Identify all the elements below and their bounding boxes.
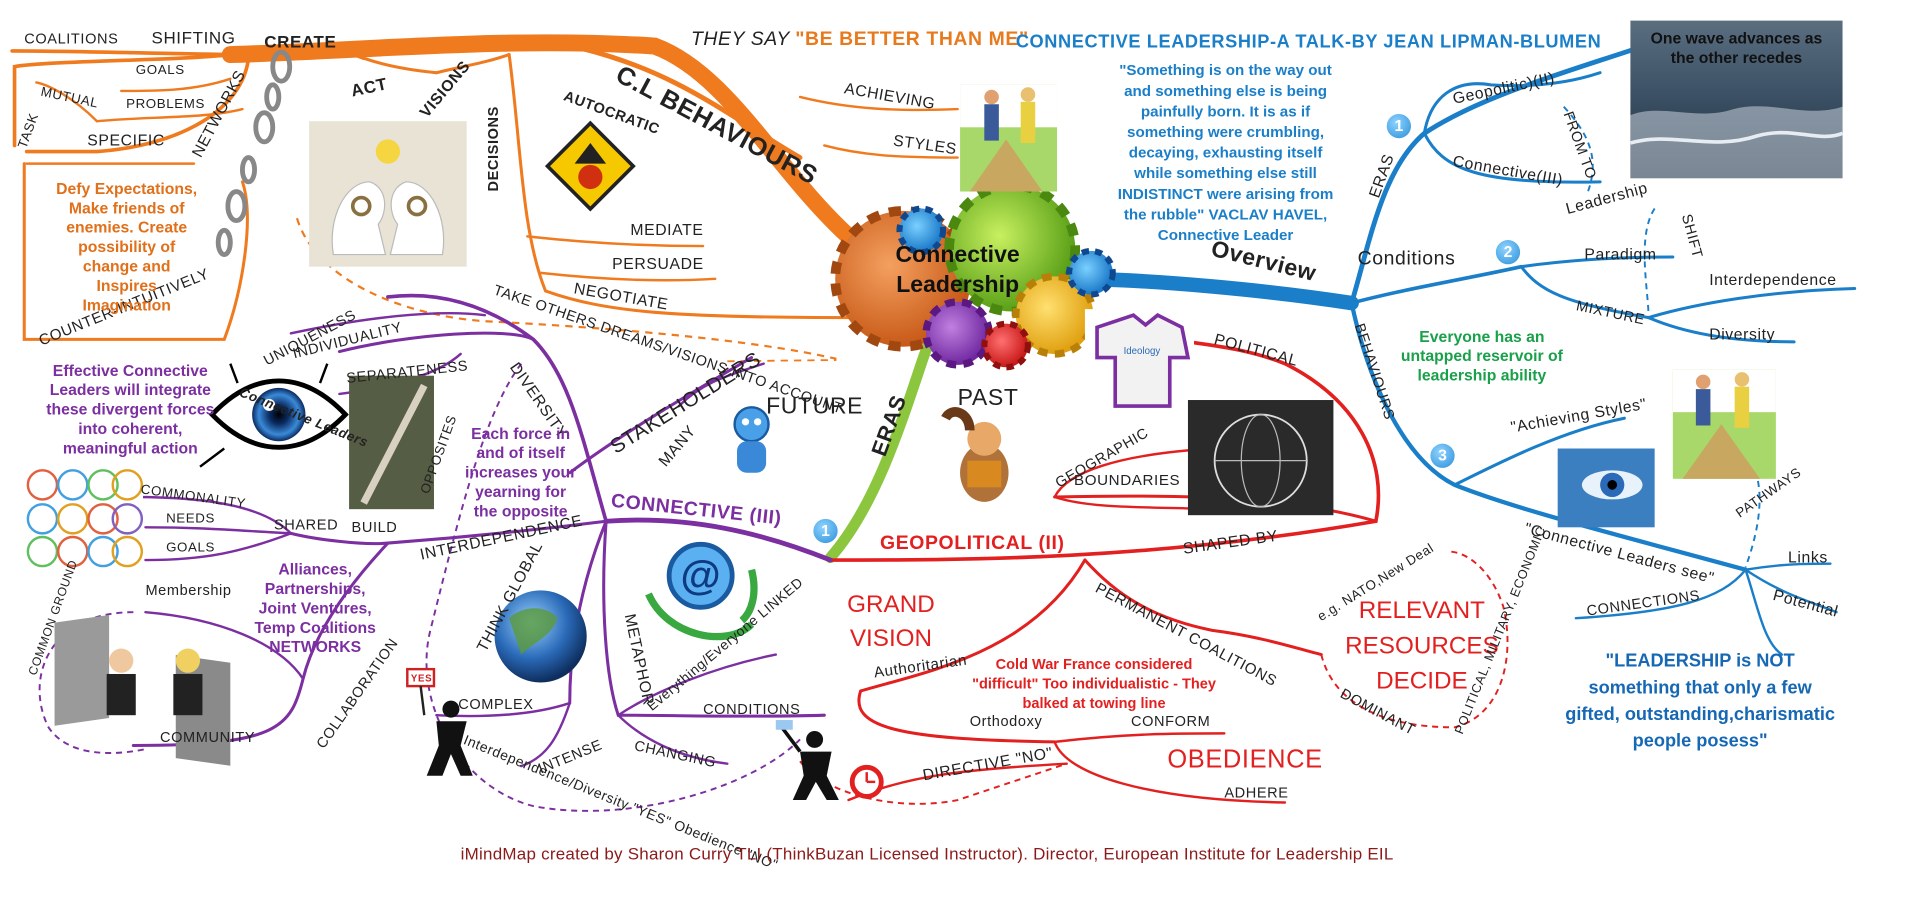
diversity-blue-label: Diversity [1709,324,1776,344]
no-figure-icon [775,720,839,801]
goals-label: GOALS [135,63,185,78]
conditions-purple-label: CONDITIONS [703,700,801,718]
circle-pattern-image [21,466,144,570]
blue-number-2: 2 [1495,240,1521,265]
central-gears [830,180,1116,371]
alarm-clock-icon [849,764,884,799]
coalitions-label: COALITIONS [24,30,119,48]
geopolitical-branch: GEOPOLITICAL (II) [880,533,1065,554]
orthodoxy-label: Orthodoxy [969,712,1043,730]
persuade-label: PERSUADE [612,254,704,273]
needs-label: NEEDS [166,511,216,527]
conform-label: CONFORM [1130,712,1211,730]
interdependence-label: Interdependence [1709,270,1837,289]
better-than-me-label: "BE BETTER THAN ME" [795,29,1029,50]
adhere-label: ADHERE [1224,784,1289,802]
mediate-label: MEDIATE [630,220,704,239]
build-label: BUILD [351,518,398,536]
central-topic: Connective Leadership [849,240,1067,301]
alliances-note: Alliances, Partnerships, Joint Ventures,… [254,560,376,656]
create-label: CREATE [264,31,337,51]
talk-title: CONNECTIVE LEADERSHIP-A TALK-BY JEAN LIP… [1015,31,1602,53]
yes-sign-figure-icon [406,667,473,776]
problems-label: PROBLEMS [126,96,206,112]
boundaries-label: BOUNDARIES [1074,471,1181,489]
cold-war-note: Cold War France considered "difficult" T… [972,655,1216,712]
shifting-label: SHIFTING [151,27,236,48]
grand-vision-label: GRAND VISION [847,591,935,653]
caveman-icon [941,407,1009,502]
shared-label: SHARED [273,516,339,534]
reservoir-note: Everyone has an untapped reservoir of le… [1400,327,1563,385]
footer-credit: iMindMap created by Sharon Curry TLI (Th… [460,843,1394,864]
leadership-not-note: "LEADERSHIP is NOT something that only a… [1565,650,1835,752]
goals-purple-label: GOALS [166,540,216,556]
complex-label: COMPLEX [458,695,534,713]
chain-icon [215,49,293,257]
havel-quote: "Something is on the way out and somethi… [1117,61,1334,244]
links-label: Links [1787,547,1828,567]
community-label: COMMUNITY [160,728,256,746]
they-say-label: THEY SAY [690,29,790,50]
specific-label: SPECIFIC [87,130,165,150]
paradigm-label: Paradigm [1584,244,1657,264]
decisions-label: DECISIONS [484,106,502,192]
defy-expectations-note: Defy Expectations, Make friends of enemi… [56,179,198,314]
email-at-icon: @ [645,541,758,641]
central-topic-line1: Connective [895,242,1020,268]
membership-label: Membership [145,581,232,599]
wave-caption: One wave advances as the other recedes [1650,29,1823,67]
svg-text:@: @ [681,552,721,598]
past-label: PAST [957,385,1019,411]
central-topic-line2: Leadership [896,272,1020,299]
connective-leaders-eye-icon [199,363,349,468]
effective-leaders-note: Effective Connective Leaders will integr… [46,361,215,457]
conditions-label: Conditions [1357,248,1456,270]
yes-sign-label: YES [410,672,433,684]
each-force-note: Each force in and of itself increases yo… [465,424,577,521]
robot-icon [733,406,770,473]
blue-number-3: 3 [1430,443,1455,468]
svg-text:Ideology: Ideology [1124,346,1161,357]
future-label: FUTURE [766,393,864,420]
relevant-resources-label: RELEVANT RESOURCES DECIDE [1345,597,1499,695]
red-number-1: 1 [813,518,838,544]
blue-number-1: 1 [1386,113,1412,139]
business-people-icon [54,615,231,766]
autocratic-sign-icon [544,120,636,212]
globe-sketch-image [1187,400,1334,516]
obedience-label: OBEDIENCE [1167,745,1323,774]
